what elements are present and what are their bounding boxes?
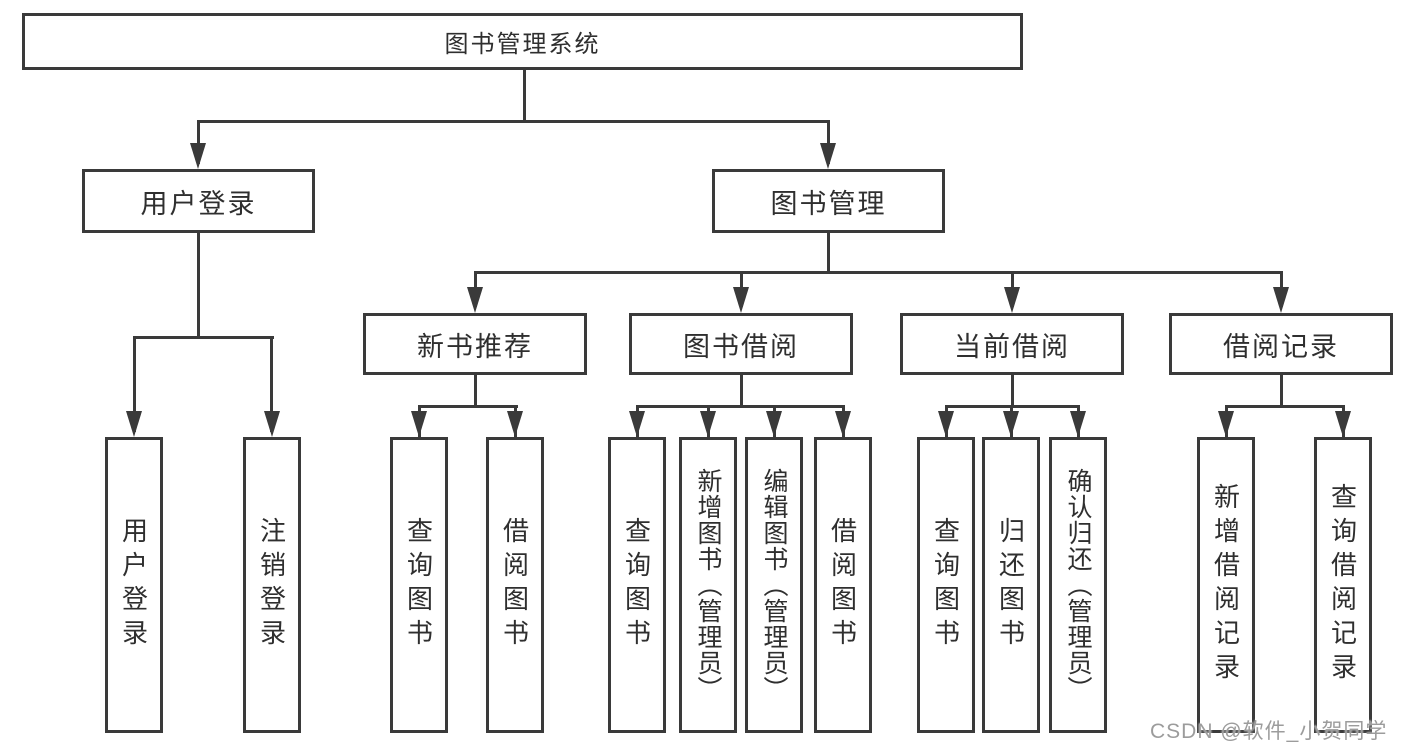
node-label: 新书推荐	[417, 331, 533, 362]
connector-down	[1280, 375, 1283, 408]
leaf-user-login: 用户登录	[105, 437, 163, 733]
node-label: 图书管理系统	[444, 31, 601, 58]
node-label: 查询图书	[930, 517, 961, 653]
arrow-down	[820, 143, 836, 169]
connector-stub	[133, 336, 136, 432]
node-label: 查询借阅记录	[1327, 483, 1358, 687]
node-label: 注销登录	[256, 517, 287, 653]
leaf-confirm-return-admin: 确认归还（管理员）	[1049, 437, 1107, 733]
leaf-add-books-admin: 新增图书（管理员）	[679, 437, 737, 733]
arrow-down	[1004, 287, 1020, 313]
leaf-borrow-books-borrow: 借阅图书	[814, 437, 872, 733]
connector-stub	[270, 336, 273, 432]
leaf-query-borrow-record: 查询借阅记录	[1314, 437, 1372, 733]
node-label: 借阅图书	[499, 517, 530, 653]
arrow-down	[1335, 411, 1351, 437]
arrow-down	[467, 287, 483, 313]
connector-bookmgmt-down	[827, 233, 830, 274]
node-label: 新增借阅记录	[1210, 483, 1241, 687]
arrow-down	[938, 411, 954, 437]
node-user-login-branch: 用户登录	[82, 169, 315, 233]
leaf-add-borrow-record: 新增借阅记录	[1197, 437, 1255, 733]
node-label: 确认归还（管理员）	[1064, 468, 1092, 702]
node-new-book-recommendation: 新书推荐	[363, 313, 587, 375]
connector-root-down	[523, 70, 526, 120]
arrow-down	[1003, 411, 1019, 437]
node-library-management-system: 图书管理系统	[22, 13, 1023, 70]
node-label: 编辑图书（管理员）	[760, 468, 788, 702]
leaf-query-books-newbook: 查询图书	[390, 437, 448, 733]
leaf-query-books-borrow: 查询图书	[608, 437, 666, 733]
node-label: 图书借阅	[683, 331, 799, 362]
node-borrowing-records: 借阅记录	[1169, 313, 1393, 375]
arrow-down	[411, 411, 427, 437]
node-current-borrowing: 当前借阅	[900, 313, 1124, 375]
node-label: 借阅图书	[827, 517, 858, 653]
node-label: 归还图书	[995, 517, 1026, 653]
csdn-watermark: CSDN @软件_小贺同学	[1150, 720, 1388, 743]
arrow-down	[733, 287, 749, 313]
node-label: 当前借阅	[954, 331, 1070, 362]
connector-down	[1011, 375, 1014, 408]
arrow-down	[264, 411, 280, 437]
node-label: 借阅记录	[1223, 331, 1339, 362]
node-label: 用户登录	[140, 188, 257, 219]
connector-level2-branch	[197, 120, 830, 123]
node-label: 查询图书	[621, 517, 652, 653]
arrow-down	[126, 411, 142, 437]
arrow-down	[629, 411, 645, 437]
node-label: 图书管理	[770, 188, 887, 219]
leaf-logout: 注销登录	[243, 437, 301, 733]
connector-branch	[636, 405, 845, 408]
arrow-down	[507, 411, 523, 437]
leaf-edit-books-admin: 编辑图书（管理员）	[745, 437, 803, 733]
node-label: 查询图书	[403, 517, 434, 653]
node-label: 用户登录	[118, 517, 149, 653]
arrow-down	[835, 411, 851, 437]
leaf-return-books: 归还图书	[982, 437, 1040, 733]
node-book-management: 图书管理	[712, 169, 945, 233]
connector-user-branch	[133, 336, 274, 339]
connector-stub	[827, 120, 830, 164]
connector-userlogin-down	[197, 233, 200, 339]
connector-branch	[418, 405, 518, 408]
leaf-query-books-current: 查询图书	[917, 437, 975, 733]
connector-level3-branch	[474, 271, 1283, 274]
connector-branch	[1225, 405, 1345, 408]
arrow-down	[1218, 411, 1234, 437]
connector-down	[474, 375, 477, 408]
arrow-down	[766, 411, 782, 437]
arrow-down	[1273, 287, 1289, 313]
arrow-down	[1070, 411, 1086, 437]
leaf-borrow-books-newbook: 借阅图书	[486, 437, 544, 733]
arrow-down	[190, 143, 206, 169]
connector-down	[740, 375, 743, 408]
connector-stub	[197, 120, 200, 164]
node-book-borrowing: 图书借阅	[629, 313, 853, 375]
arrow-down	[700, 411, 716, 437]
node-label: 新增图书（管理员）	[694, 468, 722, 702]
